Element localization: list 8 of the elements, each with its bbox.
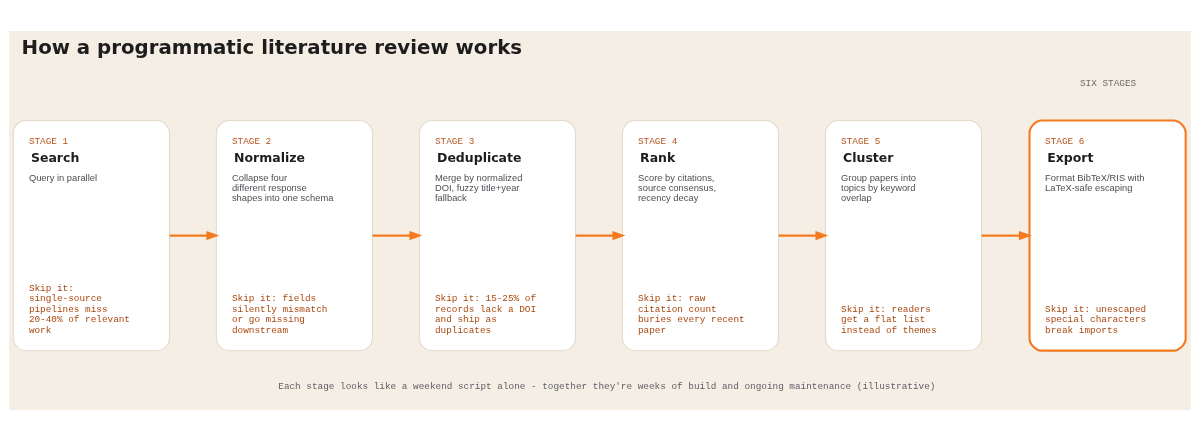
diagram-title: How a programmatic literature review works — [21, 35, 523, 59]
caption: Each stage looks like a weekend script alone - together they're weeks of build and ongoing maintenance (illustrative) — [278, 380, 936, 392]
arrow — [981, 230, 1032, 240]
arrow — [372, 230, 423, 240]
arrow — [169, 230, 220, 240]
arrow — [778, 230, 829, 240]
arrow — [575, 230, 626, 240]
label: SIX STAGES — [1080, 77, 1137, 89]
